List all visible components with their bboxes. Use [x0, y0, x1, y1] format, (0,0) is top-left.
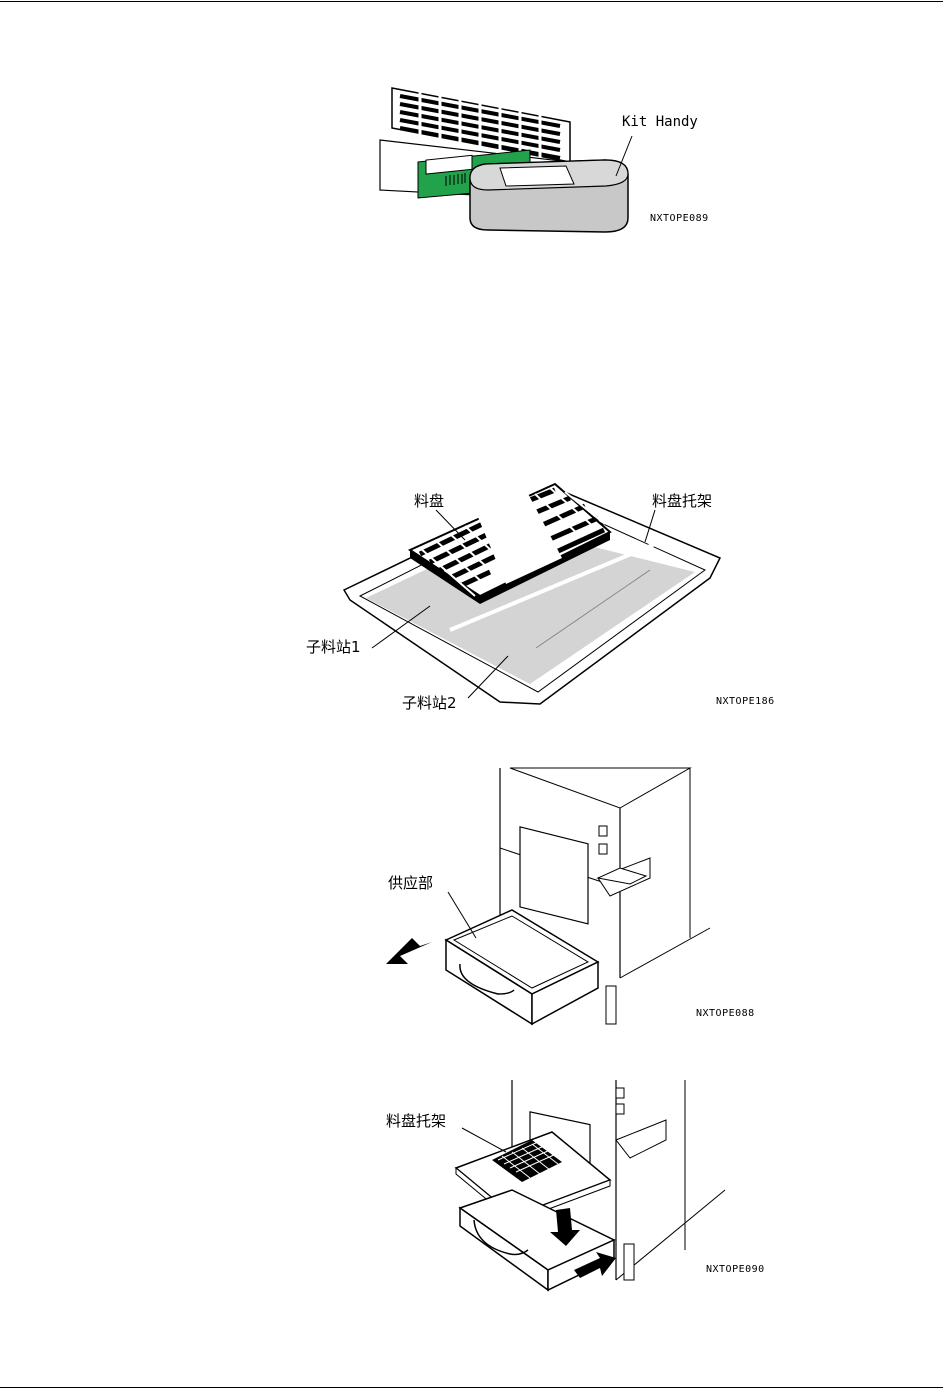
- substation-2-label: 子料站2: [402, 692, 457, 713]
- kit-handy-callout: Kit Handy: [622, 114, 698, 130]
- figure-code: NXTOPE090: [706, 1264, 765, 1275]
- figure-kit-handy: Kit Handy NXTOPE089: [370, 80, 730, 240]
- header-rule: [0, 1, 943, 2]
- footer-rule: [0, 1387, 943, 1388]
- figure-code: NXTOPE089: [650, 213, 709, 224]
- figure-code: NXTOPE186: [716, 696, 775, 707]
- tray-holder-label: 料盘托架: [652, 490, 712, 511]
- tray-label: 料盘: [414, 490, 444, 511]
- supply-unit-label: 供应部: [388, 872, 433, 893]
- supply-unit-illustration: [380, 768, 760, 1024]
- tray-holder-illustration: [300, 478, 780, 710]
- figure-code: NXTOPE088: [696, 1008, 755, 1019]
- figure-insert-holder: 料盘托架 NXTOPE090: [380, 1080, 780, 1290]
- substation-1-label: 子料站1: [306, 636, 361, 657]
- tray-holder-label: 料盘托架: [386, 1110, 446, 1131]
- figure-tray-holder: 料盘 料盘托架 子料站1 子料站2 NXTOPE186: [300, 478, 780, 710]
- figure-supply-unit: 供应部 NXTOPE088: [380, 768, 760, 1024]
